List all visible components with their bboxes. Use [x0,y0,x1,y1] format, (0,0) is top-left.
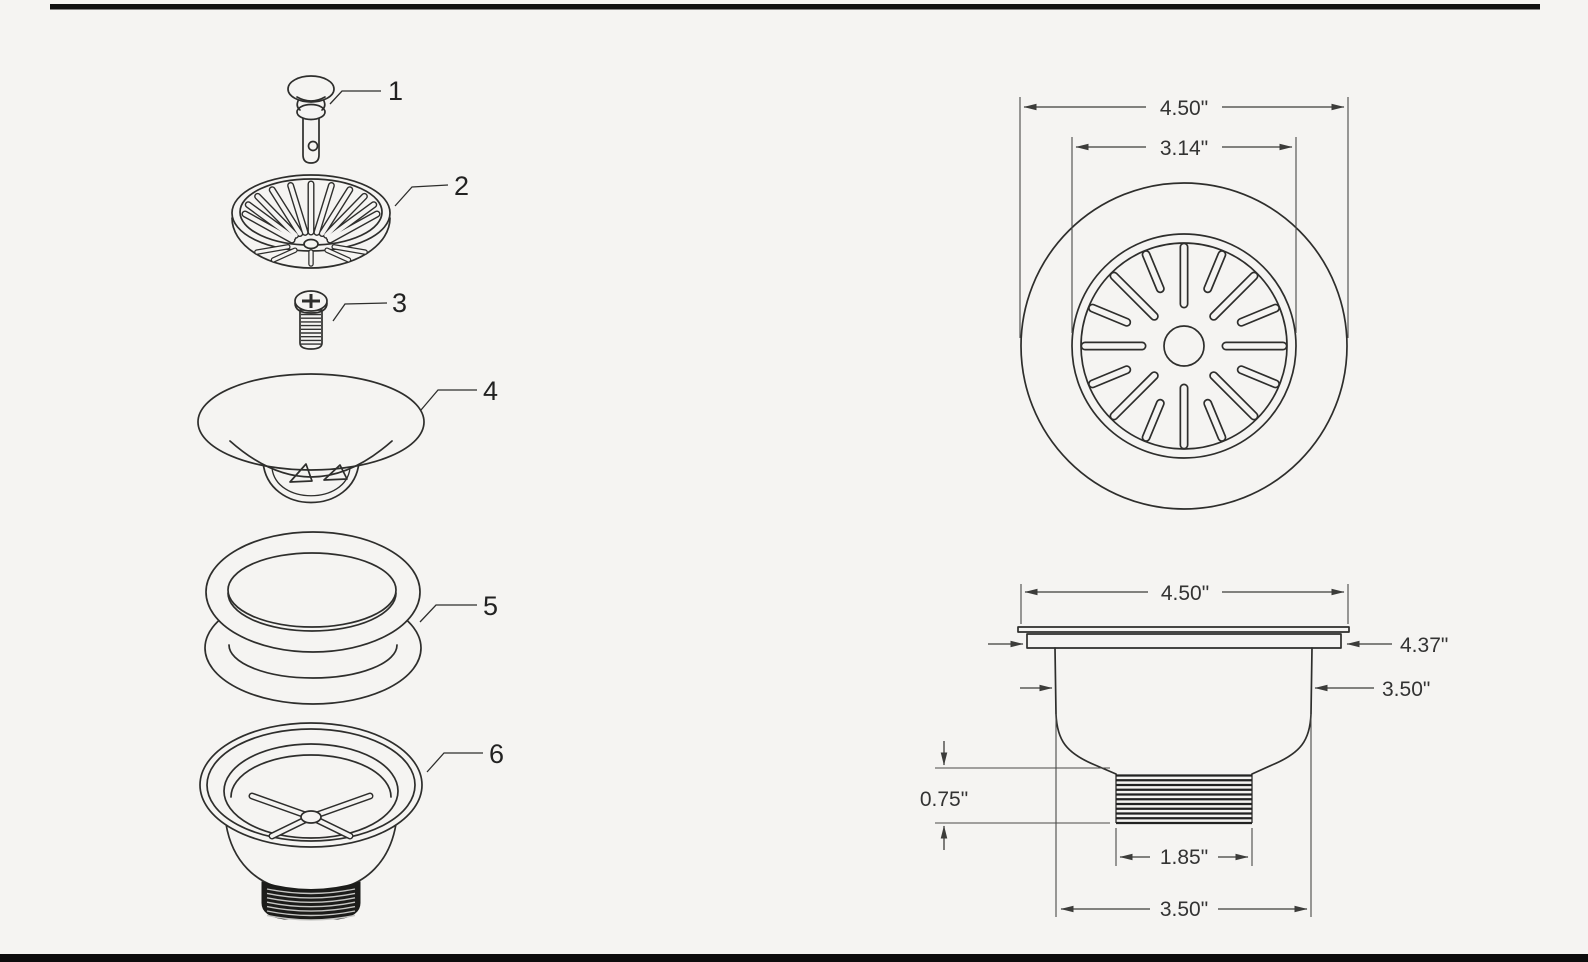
dim-side-top-width: 4.50" [1161,582,1209,605]
exploded-view: 1 2 3 4 5 6 [197,75,504,921]
leader-1 [329,90,381,105]
top-view-witness-lines [1019,97,1349,338]
part-3-threads [301,313,321,345]
side-threads [1116,774,1252,825]
dim-top-outer: 4.50" [1160,97,1208,120]
dim-thread-height: 0.75" [920,788,968,811]
part-5-washers [204,531,422,705]
part-label-5: 5 [483,591,498,621]
flange-top-plate [1017,626,1350,633]
part-label-3: 3 [392,288,407,318]
flange-tab-right [323,464,348,481]
basket-center-hole [303,238,319,250]
part-2-slots [241,180,381,267]
leader-3 [332,302,388,322]
flange-outer-circle [1020,182,1348,510]
dim-top-inner: 3.14" [1160,137,1208,160]
part-label-1: 1 [388,76,403,106]
pin-hole [307,140,319,152]
leader-5 [419,604,477,623]
bottom-bar [0,954,1588,962]
part-2-strainer-basket [231,174,391,269]
part-label-2: 2 [454,171,469,201]
part-6-strainer-body [199,722,423,921]
top-rule [50,4,1540,10]
leader-6 [426,752,483,773]
side-view-witness-lines [935,584,1349,917]
part-label-4: 4 [483,376,498,406]
dim-flange-width: 4.37" [1400,634,1448,657]
part-1-stopper-pin [287,75,335,164]
top-view: 4.50" 3.14" [1019,97,1349,510]
dim-thread-width: 1.85" [1160,846,1208,869]
flange-rim-band [1026,633,1342,649]
dim-body-width: 3.50" [1382,678,1430,701]
part-label-6: 6 [489,739,504,769]
top-view-slots [1080,242,1288,450]
leader-2 [394,184,449,207]
part-4-flange [197,373,425,504]
center-hole [1163,325,1205,367]
part-6-spokes [248,792,374,840]
part-6-thread-lines [266,888,356,921]
part-callouts: 1 2 3 4 5 6 [329,76,504,773]
body-hub [300,810,322,824]
phillips-cross [302,294,320,308]
flange-tab-left [289,463,313,483]
leader-4 [420,389,477,411]
side-view: 4.50" 4.37" 3.50" 0.75" 1.85" 3.50" [920,582,1448,921]
part-3-screw [294,290,328,350]
dim-bottom-width: 3.50" [1160,898,1208,921]
strainer-rim-outer [1071,233,1297,459]
